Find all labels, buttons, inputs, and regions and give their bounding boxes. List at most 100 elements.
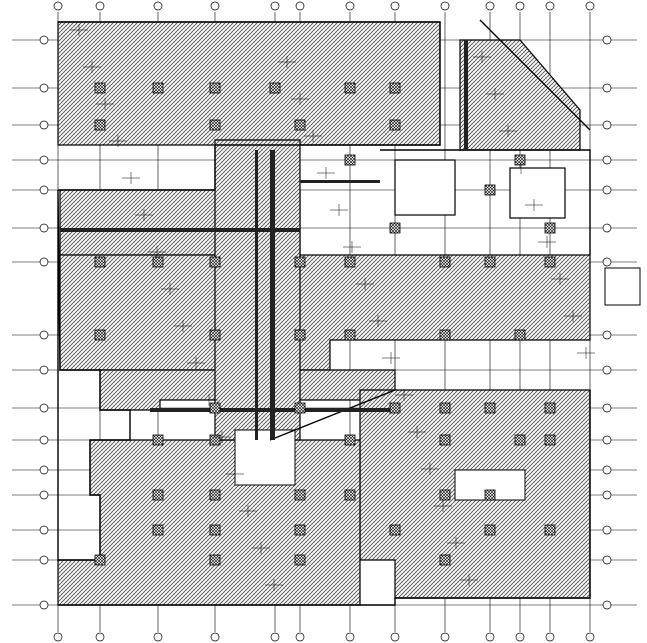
structural-column xyxy=(389,402,401,414)
axis-bubble-left xyxy=(39,257,49,267)
structural-column xyxy=(209,82,221,94)
axis-bubbles xyxy=(39,1,612,642)
structural-column xyxy=(344,329,356,341)
wall-angled xyxy=(269,389,396,441)
axis-bubble-bottom xyxy=(390,632,400,642)
structural-column xyxy=(514,329,526,341)
structural-column xyxy=(514,434,526,446)
structural-column xyxy=(94,329,106,341)
beams xyxy=(60,40,468,440)
structural-column xyxy=(484,402,496,414)
structural-column xyxy=(544,524,556,536)
axis-bubble-top xyxy=(153,1,163,11)
axis-bubble-right xyxy=(602,120,612,130)
axis-bubble-bottom xyxy=(440,632,450,642)
axis-bubble-right xyxy=(602,330,612,340)
slab-central-band xyxy=(59,254,591,371)
structural-column xyxy=(344,256,356,268)
axis-bubble-left xyxy=(39,403,49,413)
axis-bubble-top xyxy=(95,1,105,11)
structural-column xyxy=(389,524,401,536)
structural-column xyxy=(439,489,451,501)
axis-bubble-top xyxy=(270,1,280,11)
axis-bubble-bottom xyxy=(210,632,220,642)
axis-bubble-right xyxy=(602,83,612,93)
axis-bubble-top xyxy=(440,1,450,11)
wall-outline-south xyxy=(58,390,591,606)
void-mid xyxy=(234,429,296,486)
detail-lines xyxy=(70,24,595,591)
axis-bubble-right xyxy=(602,435,612,445)
voids xyxy=(234,159,641,501)
structural-column xyxy=(389,119,401,131)
axis-bubble-left xyxy=(39,465,49,475)
beam-horizontal-upper xyxy=(60,228,300,232)
axis-bubble-bottom xyxy=(53,632,63,642)
axis-bubble-bottom xyxy=(545,632,555,642)
axis-bubble-left xyxy=(39,155,49,165)
axis-bubble-left xyxy=(39,330,49,340)
structural-column xyxy=(389,222,401,234)
structural-column xyxy=(294,524,306,536)
slab-northeast xyxy=(459,39,581,151)
axis-bubble-bottom xyxy=(153,632,163,642)
axis-bubble-bottom xyxy=(485,632,495,642)
axis-bubble-right xyxy=(602,403,612,413)
structural-column xyxy=(294,256,306,268)
structural-column xyxy=(94,256,106,268)
void-east-2 xyxy=(509,167,566,219)
structural-column xyxy=(294,554,306,566)
structural-column xyxy=(209,119,221,131)
structural-column xyxy=(152,434,164,446)
axis-bubble-bottom xyxy=(295,632,305,642)
axis-bubble-right xyxy=(602,490,612,500)
wall-outline-north xyxy=(58,21,441,191)
structural-column xyxy=(209,434,221,446)
void-east-1 xyxy=(394,159,456,216)
axis-bubble-top xyxy=(390,1,400,11)
beam-east-vertical xyxy=(464,40,468,150)
structural-column xyxy=(294,489,306,501)
axis-bubble-left xyxy=(39,525,49,535)
structural-column xyxy=(344,434,356,446)
axis-bubble-bottom xyxy=(345,632,355,642)
structural-column xyxy=(209,256,221,268)
structural-column xyxy=(152,82,164,94)
axis-bubble-right xyxy=(602,555,612,565)
beam-horizontal-mid xyxy=(150,408,390,412)
structural-column xyxy=(439,554,451,566)
structural-column xyxy=(294,119,306,131)
structural-column xyxy=(439,329,451,341)
axis-bubble-top xyxy=(53,1,63,11)
structural-column xyxy=(439,402,451,414)
axis-bubble-top xyxy=(210,1,220,11)
structural-column xyxy=(152,524,164,536)
axis-bubble-left xyxy=(39,600,49,610)
axis-bubble-left xyxy=(39,35,49,45)
slab-south-west xyxy=(57,439,361,606)
structural-column xyxy=(209,402,221,414)
slab-regions xyxy=(57,21,591,606)
wall-outline-west xyxy=(57,189,131,561)
structural-column xyxy=(544,256,556,268)
axis-bubble-top xyxy=(545,1,555,11)
structural-column xyxy=(209,329,221,341)
void-stairs xyxy=(604,267,641,306)
columns xyxy=(94,82,556,566)
structural-column xyxy=(389,82,401,94)
axis-bubble-bottom xyxy=(270,632,280,642)
structural-column xyxy=(484,524,496,536)
axis-bubble-left xyxy=(39,185,49,195)
axis-bubble-left xyxy=(39,490,49,500)
axis-bubble-right xyxy=(602,257,612,267)
axis-bubble-right xyxy=(602,185,612,195)
structural-column xyxy=(294,402,306,414)
structural-column xyxy=(344,489,356,501)
beam-vertical-core xyxy=(270,150,275,440)
structural-column xyxy=(152,489,164,501)
structural-column xyxy=(344,82,356,94)
structural-column xyxy=(94,119,106,131)
beam-horizontal-east xyxy=(300,180,380,183)
structural-column xyxy=(344,154,356,166)
